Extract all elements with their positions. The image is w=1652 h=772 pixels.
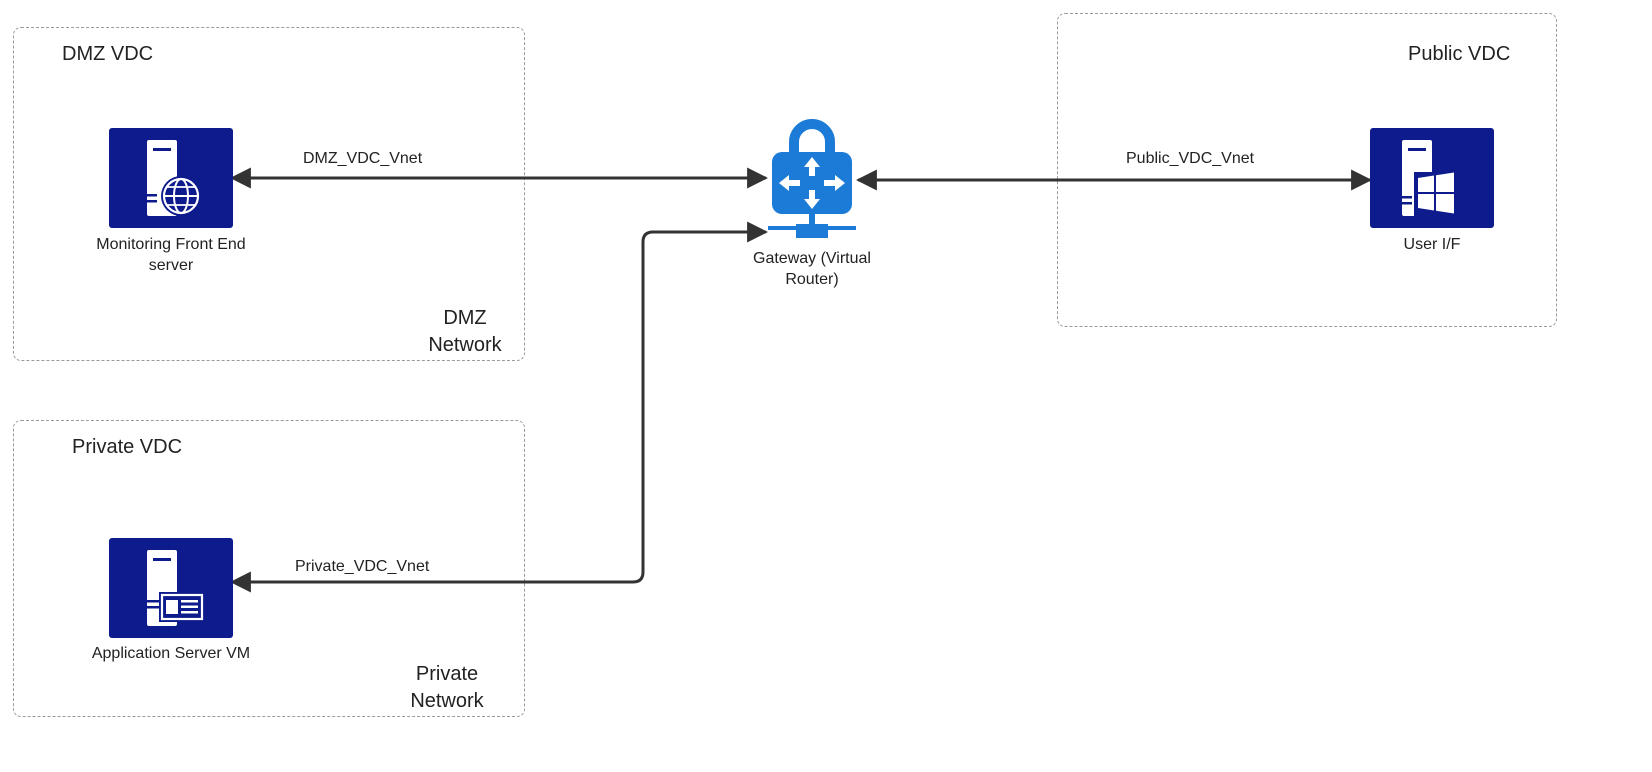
server-windows-logo-icon bbox=[1402, 140, 1456, 216]
monitoring-server-node[interactable] bbox=[109, 128, 233, 228]
public-vnet-label: Public_VDC_Vnet bbox=[1126, 150, 1255, 167]
dmz-vnet-label: DMZ_VDC_Vnet bbox=[303, 150, 423, 167]
gateway-label: Gateway (Virtual Router) bbox=[753, 250, 871, 288]
gateway-node[interactable] bbox=[766, 112, 858, 242]
server-globe-icon bbox=[147, 140, 201, 216]
user-if-node[interactable] bbox=[1370, 128, 1494, 228]
private-vnet-link bbox=[229, 221, 769, 593]
private-vdc-title: Private VDC bbox=[72, 436, 183, 458]
application-server-node[interactable] bbox=[109, 538, 233, 638]
dmz-vdc-title: DMZ VDC bbox=[62, 43, 154, 65]
application-server-label: Application Server VM bbox=[91, 645, 251, 662]
secure-router-icon bbox=[768, 119, 856, 238]
server-window-icon bbox=[147, 550, 205, 626]
private-vnet-label: Private_VDC_Vnet bbox=[295, 558, 430, 575]
private-network-label: Private Network bbox=[410, 663, 484, 712]
public-vdc-title: Public VDC bbox=[1408, 43, 1511, 65]
user-if-label: User I/F bbox=[1403, 236, 1461, 253]
monitoring-server-label: Monitoring Front End server bbox=[96, 236, 246, 274]
